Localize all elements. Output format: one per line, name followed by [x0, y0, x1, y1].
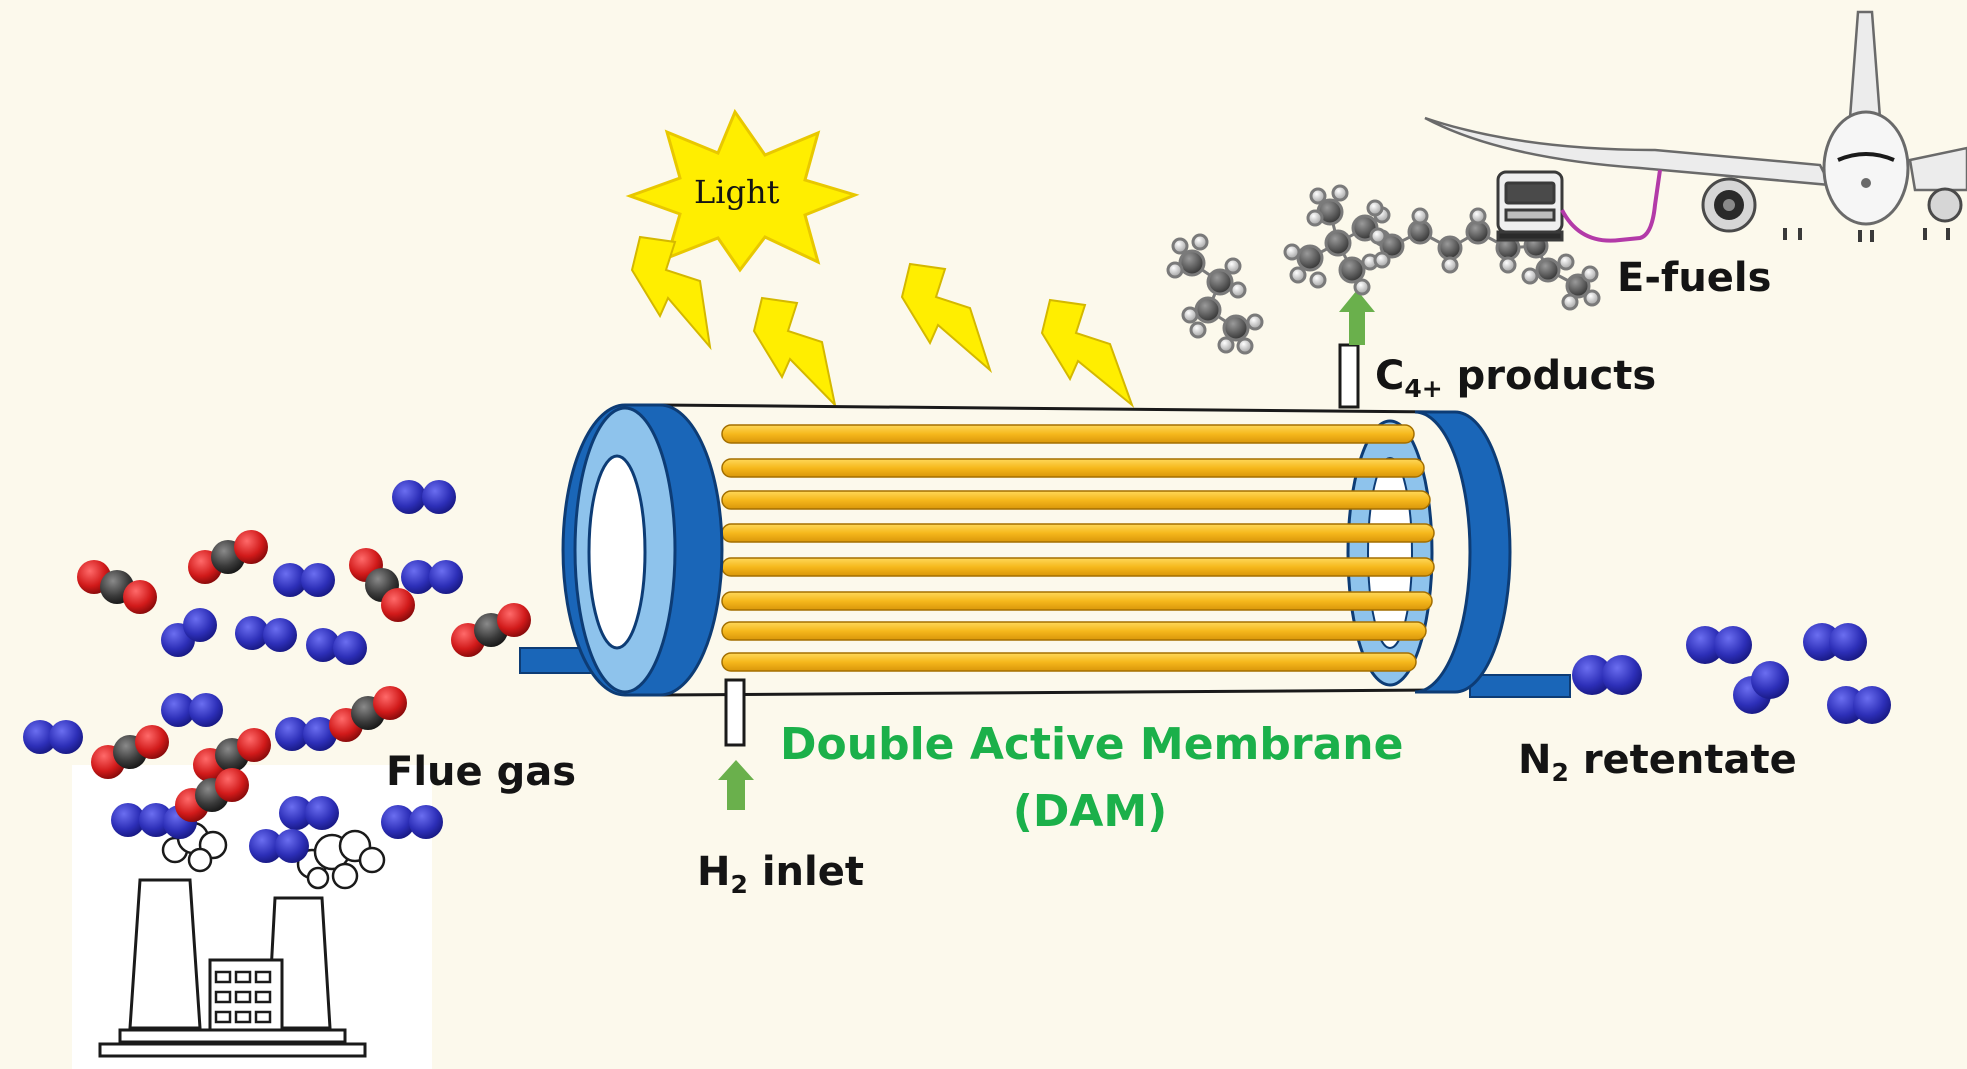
n2-molecule-icon [1803, 623, 1867, 661]
n2-molecule-icon [23, 720, 83, 754]
co2-molecule-icon [451, 603, 531, 657]
n2-molecule-icon [273, 563, 335, 597]
right-end-cap [1414, 410, 1512, 694]
hollow-fibers [721, 424, 1435, 672]
n2-molecule-icon [1827, 686, 1891, 724]
hydrocarbon-molecule-icon [1166, 233, 1264, 355]
smoke-clouds [161, 821, 386, 890]
flue-gas-molecules [23, 480, 531, 863]
n2-molecule-icon [1686, 626, 1752, 664]
n2-molecule-icon [161, 693, 223, 727]
fuel-truck-icon [1496, 170, 1564, 242]
n2-symbol: N [1518, 737, 1552, 783]
flue-gas-label: Flue gas [386, 749, 576, 795]
hollow-fiber [721, 458, 1425, 478]
n2-molecule-icon [401, 560, 463, 594]
hollow-fiber [721, 591, 1433, 611]
hollow-fiber [721, 490, 1431, 510]
n2-molecule-icon [235, 616, 297, 652]
h2-inlet-text: inlet [761, 849, 864, 895]
membrane-title-line1: Double Active Membrane [780, 719, 1404, 770]
lightning-bolts [630, 235, 1135, 409]
light-source [625, 108, 1135, 409]
co2-molecule-icon [77, 560, 157, 614]
n2-molecule-icon [306, 628, 367, 665]
n2-molecule-icon [249, 829, 309, 863]
e-fuels-label: E-fuels [1617, 255, 1772, 301]
h2-inlet-port [724, 678, 746, 747]
hollow-fiber [721, 621, 1427, 641]
c4-products-label: C4+ products [1375, 353, 1657, 401]
n2-molecule-icon [1733, 661, 1789, 714]
n2-subscript: 2 [1551, 758, 1569, 787]
co2-molecule-icon [193, 728, 271, 782]
hollow-fiber [721, 557, 1435, 577]
co2-molecule-icon [329, 686, 407, 742]
c4-symbol: C [1375, 353, 1405, 399]
hollow-fiber [721, 652, 1417, 672]
n2-molecule-icon [161, 608, 217, 657]
c4-outlet-port [1338, 343, 1360, 409]
co2-molecule-icon [91, 725, 169, 779]
co2-molecule-icon [175, 768, 249, 822]
hollow-fiber [721, 424, 1415, 444]
airplane-icon [1424, 10, 1967, 242]
green-arrow-up-icon [718, 760, 754, 810]
c4-subscript: 4+ [1404, 374, 1443, 403]
n2-molecule-icon [111, 803, 197, 839]
c4-products-text: products [1456, 353, 1657, 399]
h2-inlet-label: H2 inlet [697, 849, 864, 897]
light-burst-icon [625, 108, 860, 273]
membrane-title-line2: (DAM) [1012, 786, 1168, 837]
light-label: Light [694, 173, 780, 211]
h2-subscript: 2 [730, 870, 748, 899]
n2-molecule-icon [275, 717, 337, 751]
co2-molecule-icon [188, 530, 268, 584]
fuel-hose [1560, 169, 1662, 243]
airplane-fuselage [1822, 110, 1910, 226]
lightning-bolt-icon [752, 296, 837, 409]
retentate-molecules [1572, 623, 1891, 724]
hollow-fiber [721, 523, 1435, 543]
n2-retentate-label: N2 retentate [1518, 737, 1797, 785]
hydrocarbon-products [1166, 184, 1601, 355]
n2-molecule-icon [392, 480, 456, 514]
lightning-bolt-icon [900, 262, 993, 374]
co2-molecule-icon [349, 548, 415, 622]
lightning-bolt-icon [630, 235, 712, 351]
airplane-wing [1424, 116, 1833, 187]
n2-molecule-icon [381, 805, 443, 839]
hydrocarbon-molecule-icon [1369, 207, 1601, 311]
airplane-tail [1848, 10, 1882, 120]
lightning-bolt-icon [1040, 298, 1135, 409]
membrane-module [519, 343, 1571, 747]
n2-retentate-text: retentate [1582, 737, 1797, 783]
n2-molecule-icon [1572, 655, 1642, 695]
retentate-outlet-pipe [1469, 674, 1571, 698]
left-opening [587, 454, 647, 650]
flow-arrows [718, 290, 1375, 810]
green-arrow-up-icon [1339, 290, 1375, 345]
h2-symbol: H [697, 849, 731, 895]
n2-molecule-icon [279, 796, 339, 830]
